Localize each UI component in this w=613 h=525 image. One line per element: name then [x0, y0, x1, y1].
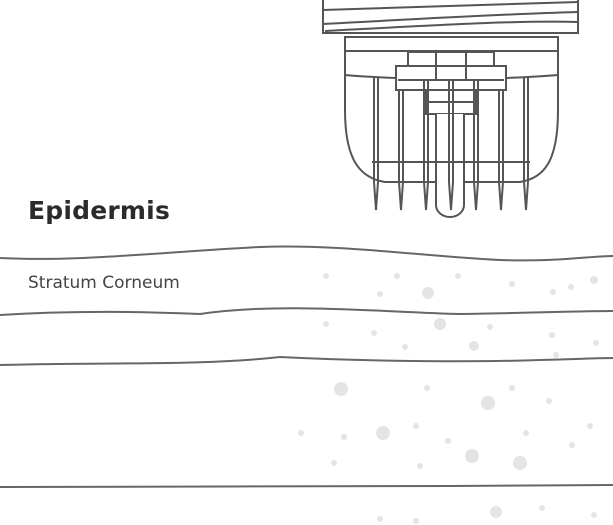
stratum-corneum-boundary: [0, 307, 613, 316]
skin-cell-dot: [394, 273, 400, 279]
skin-cell-dot: [371, 330, 377, 336]
skin-cell-dot: [590, 276, 598, 284]
needles: [373, 78, 529, 211]
skin-cell-dot: [465, 449, 479, 463]
skin-cell-dot: [593, 340, 599, 346]
skin-cell-dot: [341, 434, 347, 440]
skin-cell-dot: [469, 341, 479, 351]
skin-cell-dot: [376, 426, 390, 440]
skin-cell-dot: [509, 385, 515, 391]
skin-cell-dot: [549, 332, 555, 338]
skin-cell-dot: [568, 284, 574, 290]
skin-cell-dot: [402, 344, 408, 350]
skin-cell-dot: [377, 516, 383, 522]
epidermis-title: Epidermis: [28, 196, 171, 225]
stratum-corneum-label: Stratum Corneum: [28, 273, 180, 293]
skin-cell-dot: [422, 287, 434, 299]
skin-cell-dot: [445, 438, 451, 444]
skin-layer-lines: [0, 245, 613, 488]
skin-cell-dot: [487, 324, 493, 330]
skin-cell-dot: [546, 398, 552, 404]
skin-cell-dot: [417, 463, 423, 469]
skin-cell-dot: [413, 423, 419, 429]
skin-cell-dot: [323, 321, 329, 327]
skin-cell-dot: [334, 382, 348, 396]
skin-cell-dot: [413, 518, 419, 524]
layer-boundary-3: [0, 484, 613, 488]
skin-cell-dot: [539, 505, 545, 511]
skin-cell-dot: [323, 273, 329, 279]
microneedle-device: [322, 0, 579, 218]
skin-dots: [298, 273, 599, 524]
skin-cell-dot: [523, 430, 529, 436]
skin-cell-dot: [509, 281, 515, 287]
skin-cell-dot: [298, 430, 304, 436]
skin-cell-dot: [455, 273, 461, 279]
skin-cell-dot: [587, 423, 593, 429]
skin-cell-dot: [377, 291, 383, 297]
skin-surface-line: [0, 245, 613, 262]
skin-cell-dot: [591, 512, 597, 518]
skin-cell-dot: [481, 396, 495, 410]
skin-cell-dot: [550, 289, 556, 295]
skin-cell-dot: [513, 456, 527, 470]
skin-cell-dot: [331, 460, 337, 466]
skin-cell-dot: [490, 506, 502, 518]
layer-boundary-2: [0, 355, 613, 366]
skin-cell-dot: [424, 385, 430, 391]
skin-cell-dot: [553, 352, 559, 358]
skin-cell-dot: [434, 318, 446, 330]
skin-cell-dot: [569, 442, 575, 448]
